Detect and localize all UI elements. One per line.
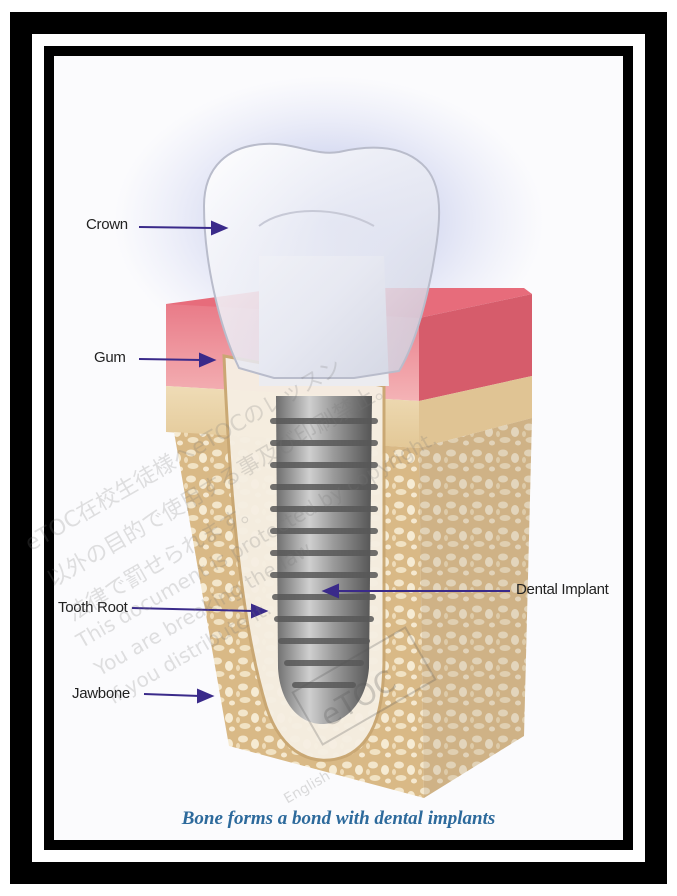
caption: Bone forms a bond with dental implants	[54, 808, 623, 830]
crown	[204, 144, 439, 378]
label-tooth-root: Tooth Root	[58, 599, 128, 616]
label-dental-implant: Dental Implant	[516, 581, 609, 598]
label-gum: Gum	[94, 349, 126, 366]
svg-text:English: English	[281, 768, 333, 807]
label-crown: Crown	[86, 216, 128, 233]
illustration-canvas: eTOC English Crown Gum Tooth Root Jawbon…	[54, 56, 623, 840]
dental-implant-illustration: eTOC English	[54, 56, 623, 840]
label-jawbone: Jawbone	[72, 685, 130, 702]
